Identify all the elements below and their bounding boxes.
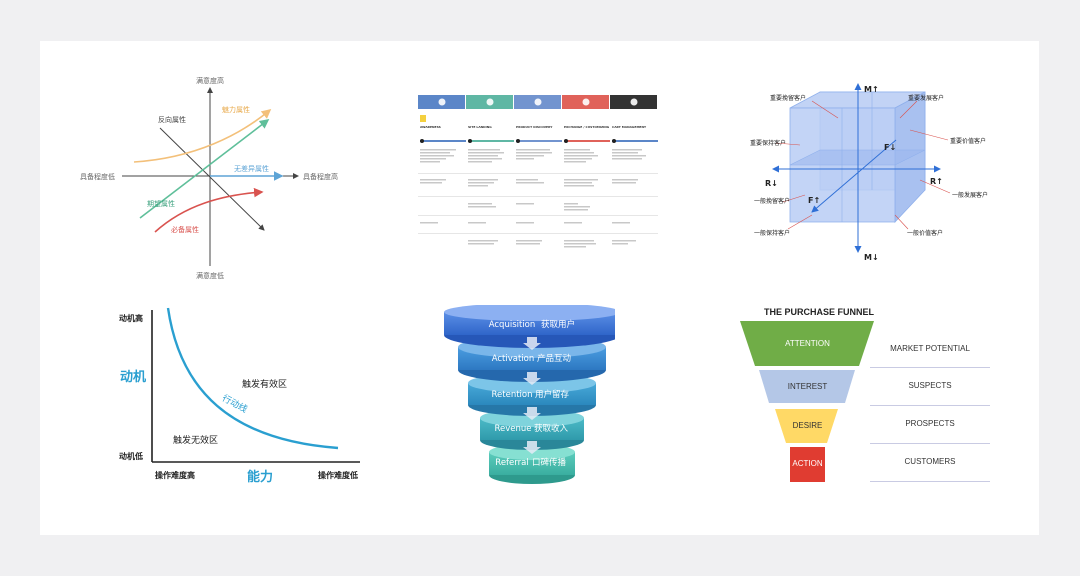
purchase-divider	[870, 405, 990, 406]
purchase-action-band	[790, 447, 825, 482]
funnel-activation-en: Activation	[492, 354, 535, 364]
rfm-f-up: F↑	[808, 196, 820, 205]
kano-charm-label: 魅力属性	[222, 105, 250, 114]
kano-expected-label: 期望属性	[147, 199, 175, 208]
rfm-r-right: R↑	[930, 177, 943, 186]
kano-must-label: 必备属性	[171, 225, 199, 234]
journey-line	[420, 140, 466, 142]
funnel-activation-zh: 产品互动	[537, 353, 572, 364]
rfm-label-important-develop: 重要发展客户	[908, 94, 944, 102]
rfm-f-axis	[811, 139, 897, 213]
journey-row-divider	[418, 173, 658, 174]
fogg-difficulty-high: 操作难度高	[155, 470, 195, 480]
journey-placeholder-text	[420, 149, 646, 248]
purchase-label-customers: CUSTOMERS	[904, 457, 956, 466]
kano-axis-left: 具备程度低	[80, 172, 115, 181]
journey-line	[468, 140, 514, 142]
rfm-f-down: F↓	[884, 143, 896, 152]
purchase-stage-desire: DESIRE	[792, 421, 823, 430]
purchase-interest-band	[759, 370, 855, 403]
purchase-stage-action: ACTION	[792, 459, 823, 468]
rfm-r-left: R↓	[765, 179, 778, 188]
kano-must-curve	[154, 187, 264, 233]
fogg-action-line	[166, 307, 339, 450]
fogg-ability-label: 能力	[247, 469, 273, 485]
fogg-motivation-high: 动机高	[119, 313, 143, 323]
journey-stage: SITE LANDING	[468, 125, 492, 129]
fogg-motivation-low: 动机低	[119, 451, 143, 461]
funnel-acquisition-en: Acquisition	[489, 320, 536, 330]
kano-reverse-label: 反向属性	[158, 115, 186, 124]
kano-reverse-line	[159, 127, 265, 231]
fogg-motivation-label: 动机	[120, 369, 146, 385]
aarrr-funnel: Acquisition 获取用户 Activation 产品互动 Retenti…	[444, 305, 615, 484]
journey-line	[564, 140, 610, 142]
fogg-behavior-model: 动机高 动机低 动机 能力 操作难度高 操作难度低 触发有效区 触发无效区 行动…	[119, 307, 360, 485]
purchase-funnel-title: THE PURCHASE FUNNEL	[764, 307, 875, 317]
purchase-funnel	[740, 321, 874, 482]
rfm-label-important-retain: 重要挽留客户	[770, 94, 806, 102]
fogg-difficulty-low: 操作难度低	[318, 470, 358, 480]
rfm-m-down: M↓	[864, 253, 879, 262]
purchase-label-prospects: PROSPECTS	[905, 419, 955, 428]
rfm-label-important-value: 重要价值客户	[950, 137, 986, 145]
funnel-retention-en: Retention	[492, 390, 533, 400]
funnel-referral-zh: 口碑传播	[532, 457, 567, 468]
funnel-referral-en: Referral	[495, 458, 528, 468]
purchase-label-market-potential: MARKET POTENTIAL	[890, 344, 970, 353]
kano-charm-curve	[133, 108, 272, 163]
purchase-divider	[870, 367, 990, 368]
journey-line	[612, 140, 658, 142]
journey-row-divider	[418, 215, 658, 216]
funnel-retention-zh: 用户留存	[535, 389, 570, 400]
journey-line	[516, 140, 562, 142]
kano-axis-right: 具备程度高	[303, 172, 338, 181]
funnel-revenue-zh: 获取收入	[534, 423, 569, 434]
purchase-label-suspects: SUSPECTS	[908, 381, 952, 390]
funnel-revenue-en: Revenue	[494, 424, 531, 434]
journey-map: AWARENESS SITE LANDING PRODUCT DISCOVERY…	[418, 95, 658, 255]
purchase-divider	[870, 443, 990, 444]
funnel-arrow-icon	[523, 372, 541, 385]
purchase-divider	[870, 481, 990, 482]
rfm-label-general-keep: 一般保持客户	[754, 229, 790, 237]
kano-axis-top: 满意度高	[196, 76, 224, 85]
purchase-stage-attention: ATTENTION	[785, 339, 830, 348]
rfm-label-general-retain: 一般挽留客户	[754, 197, 790, 205]
funnel-arrow-icon	[523, 337, 541, 350]
rfm-cube-diagram: 重要挽留客户 重要发展客户 重要价值客户 重要保持客户 一般挽留客户 一般发展客…	[750, 83, 988, 262]
purchase-stage-interest: INTEREST	[787, 382, 828, 391]
journey-stage: PRODUCT DISCOVERY	[516, 125, 553, 129]
rfm-label-general-develop: 一般发展客户	[952, 191, 988, 199]
rfm-label-important-keep: 重要保持客户	[750, 139, 786, 147]
journey-stage: EXCHANGE / CUSTOMIZING	[564, 125, 610, 129]
kano-expected-line	[139, 119, 270, 219]
rfm-label-general-value: 一般价值客户	[907, 229, 943, 237]
kano-axis-bottom: 满意度低	[196, 271, 224, 280]
journey-row-divider	[418, 233, 658, 234]
funnel-arrow-icon	[523, 441, 541, 454]
journey-stage: AWARENESS	[420, 125, 441, 129]
kano-indifferent-label: 无差异属性	[234, 164, 269, 173]
journey-icon-awareness	[420, 115, 426, 122]
fogg-ineffective-zone: 触发无效区	[173, 434, 218, 446]
journey-stage: CART MANAGEMENT	[612, 125, 647, 129]
fogg-effective-zone: 触发有效区	[242, 378, 287, 390]
kano-diagram: 满意度高 满意度低 具备程度低 具备程度高 反向属性 魅力属性 无差异属性 期望…	[80, 76, 338, 280]
funnel-arrow-icon	[523, 407, 541, 420]
journey-row-divider	[418, 196, 658, 197]
purchase-attention-band	[740, 321, 874, 366]
funnel-acquisition-zh: 获取用户	[541, 319, 575, 330]
rfm-m-up: M↑	[864, 85, 879, 94]
purchase-desire-band	[775, 409, 838, 443]
